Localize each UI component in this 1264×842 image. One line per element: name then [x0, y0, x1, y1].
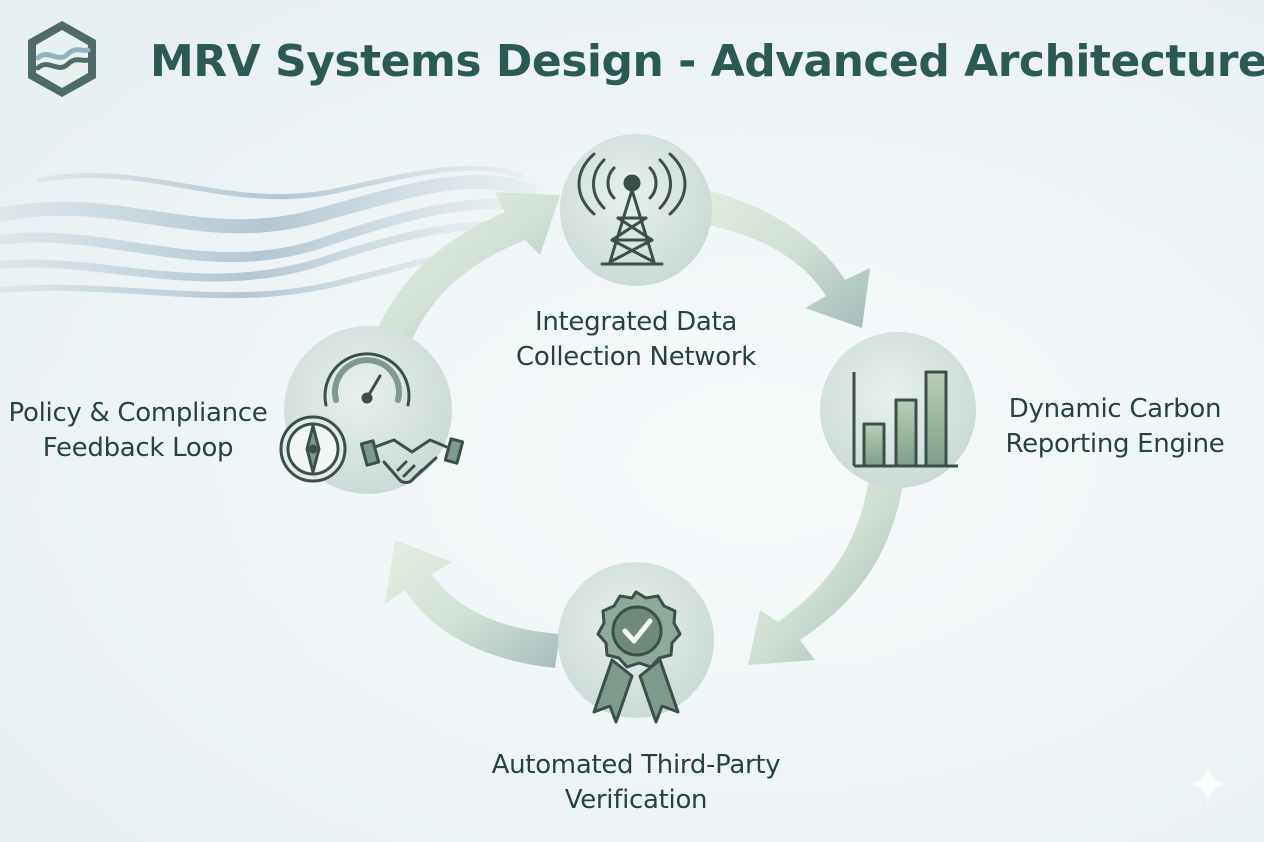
node-label-verification: Automated Third-Party Verification — [466, 748, 806, 818]
node-data-circle — [560, 134, 712, 286]
node-label-line: Policy & Compliance — [8, 398, 268, 428]
node-label-reporting: Dynamic Carbon Reporting Engine — [990, 392, 1240, 462]
page-title: MRV Systems Design - Advanced Architectu… — [150, 36, 1264, 87]
radio-tower-icon — [577, 152, 687, 266]
bar-chart-icon — [852, 370, 958, 468]
node-label-policy: Policy & Compliance Feedback Loop — [0, 396, 276, 466]
sparkle-icon — [1186, 762, 1230, 806]
node-label-line: Integrated Data — [534, 307, 737, 337]
award-badge-icon — [592, 590, 682, 724]
node-label-line: Verification — [564, 785, 708, 815]
wave-decoration — [0, 165, 537, 299]
wave-hexagon-logo-icon — [28, 21, 96, 97]
node-label-line: Automated Third-Party — [491, 750, 781, 780]
gauge-icon — [323, 352, 411, 407]
compass-icon — [279, 415, 347, 483]
node-label-data: Integrated Data Collection Network — [486, 305, 786, 375]
handshake-icon — [359, 437, 465, 484]
cycle-ring — [375, 188, 905, 668]
node-label-line: Dynamic Carbon — [1008, 394, 1222, 424]
gauge-compass-handshake-icon — [279, 352, 465, 484]
node-label-line: Collection Network — [515, 342, 757, 372]
node-label-line: Reporting Engine — [1005, 429, 1225, 459]
node-label-line: Feedback Loop — [42, 433, 234, 463]
